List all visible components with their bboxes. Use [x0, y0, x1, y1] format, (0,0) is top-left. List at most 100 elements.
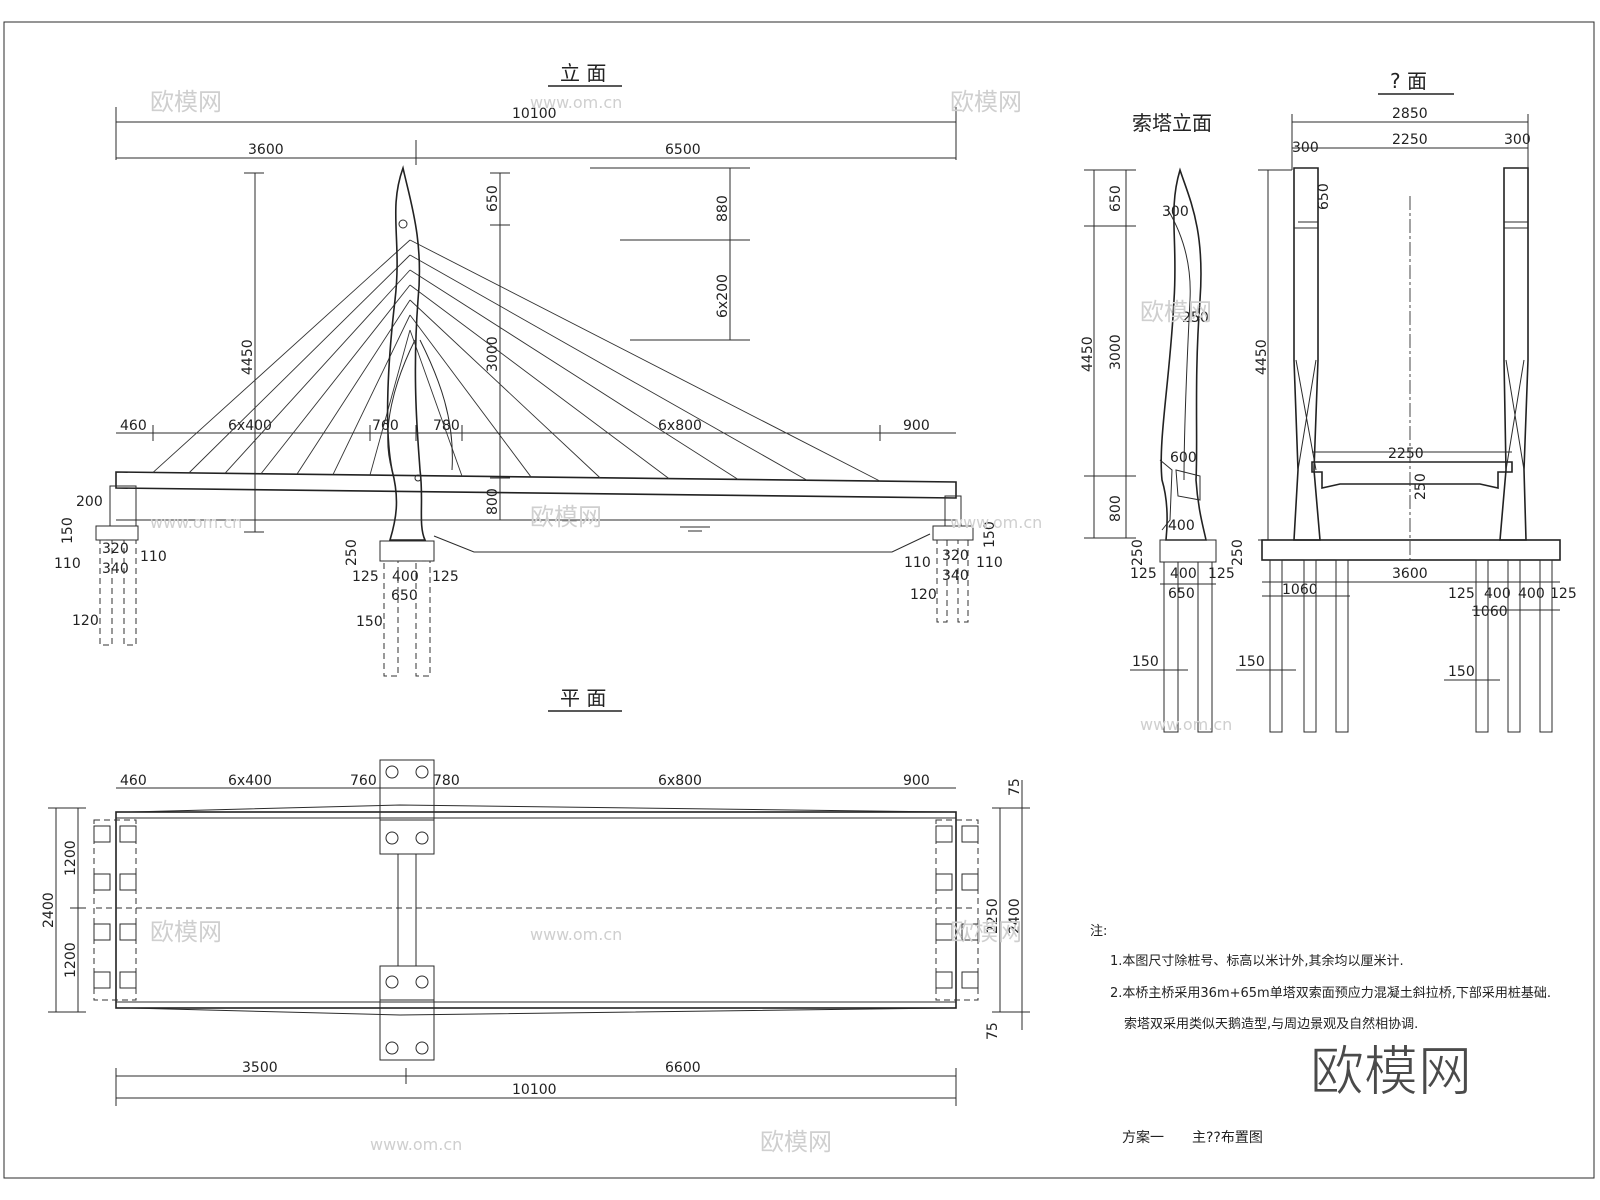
site-watermark: www.om.cn	[370, 1135, 462, 1154]
site-watermark: 欧模网	[530, 503, 602, 531]
elev-deck-right-end: 900	[903, 418, 930, 434]
plan-right-cables: 6x800	[658, 773, 702, 789]
sec-leg-r: 300	[1504, 132, 1531, 148]
elev-top-seg-dim: 650	[485, 185, 501, 212]
plan-width-dim: 2400	[41, 892, 57, 928]
site-watermark: 欧模网	[1140, 298, 1212, 326]
site-watermark: 欧模网	[950, 88, 1022, 116]
te-base-mid: 400	[1170, 566, 1197, 582]
tower-pile-dim: 150	[356, 614, 383, 630]
tower-mid: 400	[392, 569, 419, 585]
te-base-dim: 650	[1168, 586, 1195, 602]
tower-cap-dim: 250	[344, 539, 360, 566]
plan-left-near: 760	[350, 773, 377, 789]
stay-cable-right	[409, 254, 808, 481]
site-watermark: www.om.cn	[1140, 715, 1232, 734]
section-view: ? 面 2850 2250 300 300 4450 650 2250 250 …	[1230, 69, 1577, 733]
brand-watermark: 欧模网	[1310, 1040, 1472, 1103]
notes-block: 注: 1.本图尺寸除桩号、标高以米计外,其余均以厘米计. 2.本桥主桥采用36m…	[1090, 924, 1551, 1032]
te-w-top: 300	[1162, 204, 1189, 220]
abut-w2-dim: 340	[102, 561, 129, 577]
abut-w-dim: 320	[102, 541, 129, 557]
te-side-l: 125	[1130, 566, 1157, 582]
elev-right-abutment: 320 340 110 110 120 150	[904, 495, 1003, 623]
plan-half2-dim: 1200	[63, 942, 79, 978]
sec-pile-group-r: 1060	[1472, 604, 1508, 620]
te-w-low: 600	[1170, 450, 1197, 466]
sec-beam-dim: 2250	[1388, 446, 1424, 462]
site-watermark: www.om.cn	[530, 93, 622, 112]
stay-cable-left	[296, 299, 411, 475]
elev-right-cables: 6x800	[658, 418, 702, 434]
sec-left-leg	[1293, 167, 1321, 541]
sec-leg-l: 300	[1292, 140, 1319, 156]
te-bottom-dim: 800	[1108, 495, 1124, 522]
sec-pile-cap	[1261, 539, 1561, 561]
plan-left-abutment	[93, 819, 137, 1001]
sec-pile-dim-l: 150	[1238, 654, 1265, 670]
plan-right-abutment	[935, 819, 979, 1001]
site-watermark: 欧模网	[950, 918, 1022, 946]
site-watermark: www.om.cn	[150, 513, 242, 532]
tower-side-l: 125	[352, 569, 379, 585]
stay-cable-left	[369, 329, 411, 476]
elev-total-dim: 10100	[512, 106, 557, 122]
stay-cable-left	[152, 239, 411, 473]
abut-r-pile: 120	[910, 587, 937, 603]
abut-side-dim-r: 110	[140, 549, 167, 565]
elev-left-near-tower: 760	[372, 418, 399, 434]
elev-tower-height-dim: 4450	[240, 339, 256, 375]
elev-left-abutment: 200 150 320 340 110 110 120	[54, 485, 167, 646]
elevation-view: 立 面 10100 3600 6500 4450 650 3000 800 88…	[54, 61, 1003, 677]
abut-r-side-l: 110	[904, 555, 931, 571]
elev-cable-top-dim: 880	[715, 195, 731, 222]
sec-beam-h-dim: 250	[1413, 473, 1429, 500]
stay-cable-left	[260, 284, 411, 475]
plan-right-end: 900	[903, 773, 930, 789]
stay-cable-left	[332, 314, 411, 475]
tower-elevation-view: 索塔立面 650 4450 3000 800 300 250 600 400 2…	[1080, 111, 1235, 733]
te-w-mid: 250	[1182, 310, 1209, 326]
abut-r-side-r: 110	[976, 555, 1003, 571]
te-mid-dim: 3000	[1108, 334, 1124, 370]
stay-cable-right	[409, 269, 739, 480]
sec-height-dim: 4450	[1254, 339, 1270, 375]
sec-cap-w-dim: 3600	[1392, 566, 1428, 582]
section-title: ? 面	[1390, 69, 1427, 93]
sec-total-dim: 2850	[1392, 106, 1428, 122]
te-top-dim: 650	[1108, 185, 1124, 212]
elev-deck-left-end: 460	[120, 418, 147, 434]
stay-cable-right	[409, 314, 532, 478]
sec-inner-dim: 2250	[1392, 132, 1428, 148]
stay-cable-right	[409, 239, 881, 482]
sec-pile-sp-1: 400	[1484, 586, 1511, 602]
tower-base-dim: 650	[391, 588, 418, 604]
note-1: 1.本图尺寸除桩号、标高以米计外,其余均以厘米计.	[1110, 953, 1404, 969]
tower-elevation-title: 索塔立面	[1132, 111, 1212, 135]
te-side-r: 125	[1208, 566, 1235, 582]
sec-cap-h-dim: 250	[1230, 539, 1246, 566]
note-2a: 2.本桥主桥采用36m+65m单塔双索面预应力混凝土斜拉桥,下部采用桩基础.	[1110, 985, 1551, 1001]
abut-pile-dim: 120	[72, 613, 99, 629]
plan-left-cables: 6x400	[228, 773, 272, 789]
sec-pile-group-l: 1060	[1282, 582, 1318, 598]
plan-right-near: 780	[433, 773, 460, 789]
sec-pile-sp-2: 400	[1518, 586, 1545, 602]
stay-cable-left	[224, 269, 411, 474]
elev-left-span-dim: 3600	[248, 142, 284, 158]
site-watermark: www.om.cn	[530, 925, 622, 944]
site-watermark: www.om.cn	[950, 513, 1042, 532]
elev-right-span-dim: 6500	[665, 142, 701, 158]
plan-edge-bottom: 75	[985, 1022, 1001, 1040]
title-drawing-name: 主??布置图	[1192, 1130, 1263, 1146]
notes-heading: 注:	[1090, 924, 1107, 939]
title-block: 方案一 主??布置图	[1122, 1129, 1263, 1146]
plan-deck	[115, 811, 957, 1009]
abut-cap2-dim: 150	[60, 517, 76, 544]
plan-left-end: 460	[120, 773, 147, 789]
sec-pile-edge-r: 125	[1550, 586, 1577, 602]
stay-cable-right	[409, 284, 670, 479]
te-height-dim: 4450	[1080, 336, 1096, 372]
abut-r-w-dim: 320	[942, 548, 969, 564]
